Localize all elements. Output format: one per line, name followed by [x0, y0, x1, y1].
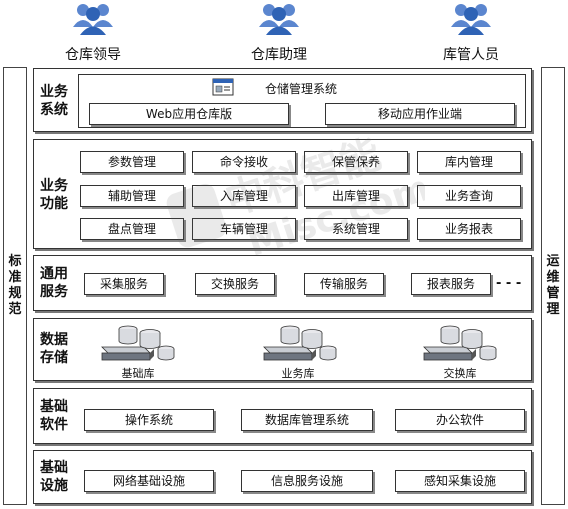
- operations-label: 运维管理: [546, 254, 560, 317]
- operations-column: 运维管理: [541, 67, 565, 505]
- layer-title: 业务功能: [40, 178, 68, 212]
- layer-title: 数据存储: [40, 332, 68, 366]
- module-cmd: 命令接收: [192, 151, 296, 173]
- system-panel: 仓储管理系统 Web应用仓库版 移动应用作业端: [78, 74, 526, 128]
- database-server-icon: [263, 325, 337, 361]
- more-ellipsis: - - -: [496, 276, 522, 291]
- users-icon: [73, 4, 113, 35]
- db-label-business: 业务库: [281, 367, 315, 380]
- module-inner: 库内管理: [417, 151, 521, 173]
- layer-title: 基础设施: [40, 460, 68, 494]
- layer-base-software: 基础软件 操作系统 数据库管理系统 办公软件: [33, 388, 532, 444]
- layer-business-function: 业务功能 参数管理 命令接收 保管保养 库内管理 辅助管理 入库管理 出库管理 …: [33, 139, 532, 249]
- layer-business-system: 业务系统 仓储管理系统 Web应用仓库版 移动应用作业端: [33, 68, 532, 132]
- database-server-icon: [423, 325, 497, 361]
- db-label-exchange: 交换库: [443, 367, 477, 380]
- role-assistant: 仓库助理: [248, 0, 310, 64]
- service-transfer: 传输服务: [304, 273, 384, 295]
- module-query: 业务查询: [417, 185, 521, 207]
- users-icon: [259, 4, 299, 35]
- role-leader: 仓库领导: [62, 0, 124, 64]
- infra-network: 网络基础设施: [84, 470, 214, 492]
- layer-infrastructure: 基础设施 网络基础设施 信息服务设施 感知采集设施: [33, 450, 532, 504]
- layer-title: 业务系统: [40, 84, 68, 118]
- database-server-icon: [101, 325, 175, 361]
- app-mobile-work: 移动应用作业端: [325, 103, 515, 125]
- system-name: 仓储管理系统: [265, 82, 338, 96]
- layer-common-service: 通用服务 采集服务 交换服务 传输服务 报表服务 - - -: [33, 255, 532, 311]
- module-maintain: 保管保养: [304, 151, 408, 173]
- layer-title: 通用服务: [40, 266, 68, 300]
- standards-column: 标准规范: [3, 67, 27, 505]
- software-office: 办公软件: [395, 409, 525, 431]
- software-os: 操作系统: [84, 409, 214, 431]
- module-param: 参数管理: [80, 151, 184, 173]
- module-outbound: 出库管理: [304, 185, 408, 207]
- software-dbms: 数据库管理系统: [241, 409, 373, 431]
- module-report: 业务报表: [417, 218, 521, 240]
- db-label-base: 基础库: [121, 367, 155, 380]
- module-inbound: 入库管理: [192, 185, 296, 207]
- infra-sensing: 感知采集设施: [395, 470, 525, 492]
- layer-data-storage: 数据存储 基础库 业务库 交换库: [33, 318, 532, 381]
- users-icon: [451, 4, 491, 35]
- service-report: 报表服务: [411, 273, 491, 295]
- module-system: 系统管理: [304, 218, 408, 240]
- standards-label: 标准规范: [8, 254, 22, 317]
- service-collect: 采集服务: [84, 273, 164, 295]
- module-aux: 辅助管理: [80, 185, 184, 207]
- service-exchange: 交换服务: [195, 273, 275, 295]
- role-label: 仓库领导: [65, 47, 121, 63]
- role-keeper: 库管人员: [440, 0, 502, 64]
- infra-info-service: 信息服务设施: [241, 470, 373, 492]
- layer-title: 基础软件: [40, 399, 68, 433]
- module-inventory: 盘点管理: [80, 218, 184, 240]
- app-web-warehouse: Web应用仓库版: [89, 103, 289, 125]
- app-window-icon: [212, 78, 234, 96]
- module-vehicle: 车辆管理: [192, 218, 296, 240]
- role-label: 仓库助理: [251, 47, 307, 63]
- role-label: 库管人员: [443, 47, 499, 63]
